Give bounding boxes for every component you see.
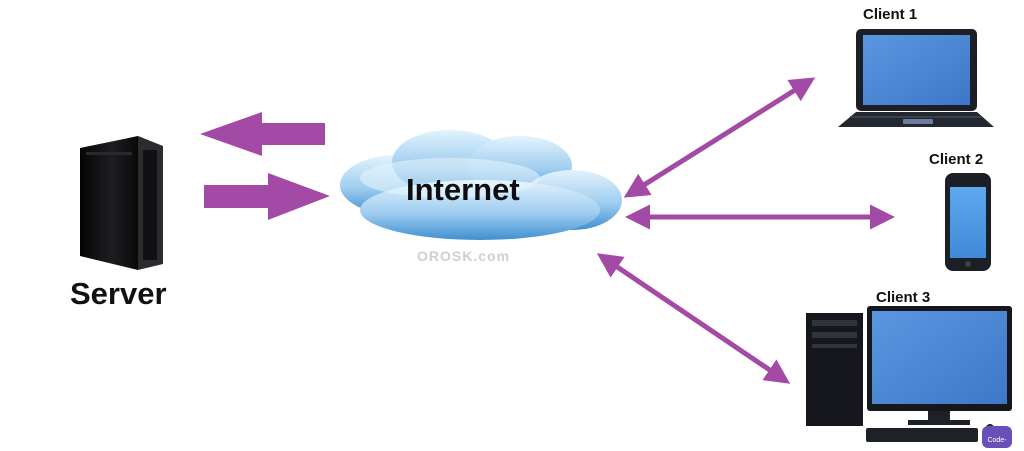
watermark-text: OROSK.com bbox=[417, 248, 511, 264]
server-label: Server bbox=[70, 276, 167, 311]
arrow-internet-client1 bbox=[623, 77, 816, 198]
client2-label: Client 2 bbox=[929, 151, 984, 168]
arrow-internet-client3 bbox=[596, 253, 791, 384]
client1-label: Client 1 bbox=[863, 6, 918, 23]
laptop-icon bbox=[838, 29, 994, 127]
arrow-internet-to-server bbox=[200, 112, 325, 156]
server-tower-icon bbox=[80, 136, 163, 270]
desktop-computer-icon bbox=[806, 306, 1012, 442]
client3-label: Client 3 bbox=[876, 289, 931, 306]
cloud-icon bbox=[340, 130, 622, 240]
internet-label: Internet bbox=[406, 172, 520, 207]
smartphone-icon bbox=[945, 173, 991, 271]
channel-badge-icon: Code-yug bbox=[982, 426, 1012, 448]
arrow-server-to-internet bbox=[204, 173, 330, 220]
